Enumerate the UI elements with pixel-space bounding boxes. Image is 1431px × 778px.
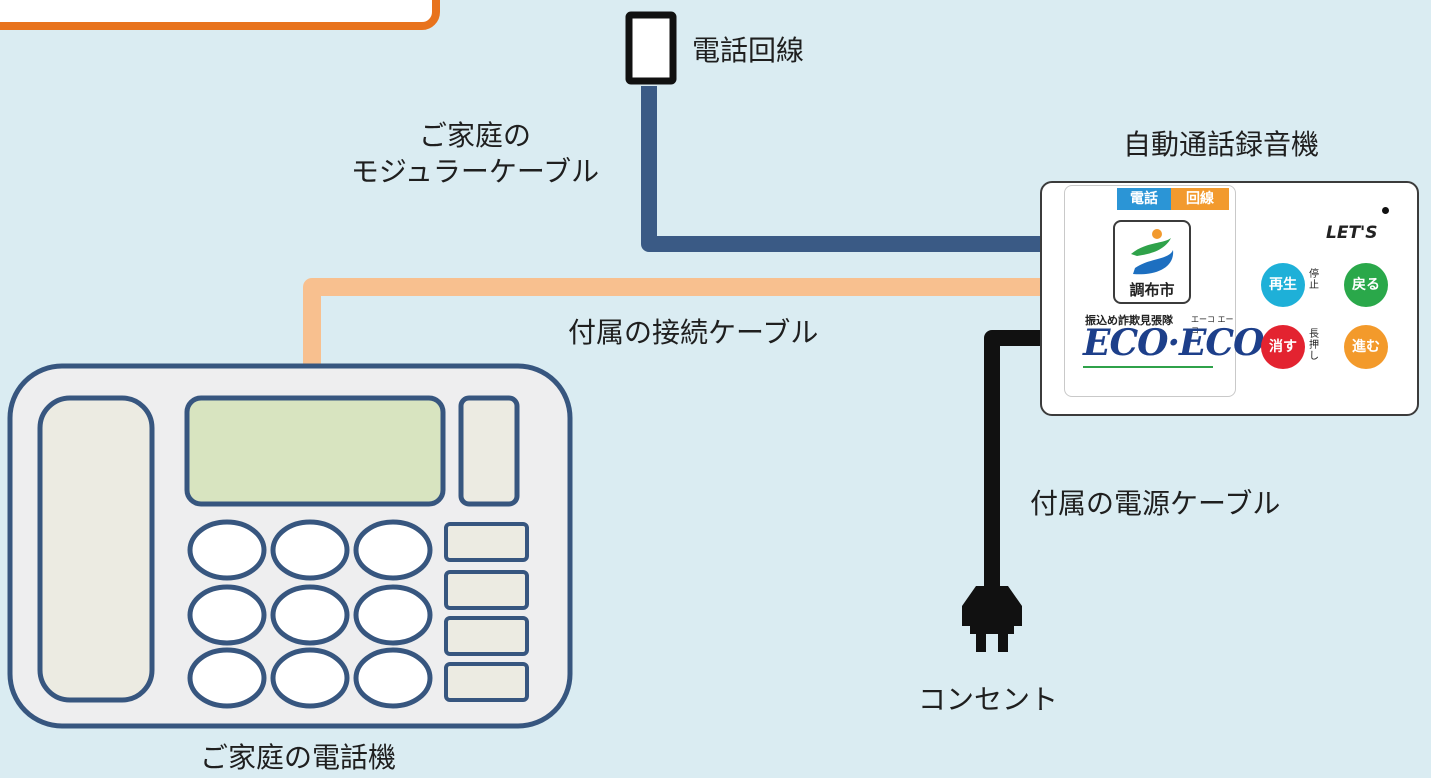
modular-cable-label: ご家庭の モジュラーケーブル [350,119,600,188]
plug-icon [962,586,1022,652]
tab-phone-label: 電話 [1117,188,1171,210]
brand-underline [1083,366,1213,368]
device-title-label: 自動通話録音機 [1123,128,1320,161]
phone-line-label: 電話回線 [692,34,805,67]
play-button: 再生 [1261,263,1305,307]
connection-cable-label: 付属の接続ケーブル [568,316,819,349]
back-button: 戻る [1344,263,1388,307]
auto-call-recorder: 電話 回線 調布市 振込め詐欺見張隊 エーコ エーコ ECO·ECO LET'S… [1040,181,1419,416]
home-phone-icon [7,363,573,729]
city-emblem: 調布市 [1113,220,1191,304]
tab-line-label: 回線 [1171,188,1229,210]
outlet-label: コンセント [918,683,1059,716]
brand-logo: ECO·ECO [1083,322,1264,364]
next-button: 進む [1344,325,1388,369]
delete-button: 消す [1261,325,1305,369]
stop-note: 停止 [1309,269,1319,291]
logo-panel: 電話 回線 調布市 振込め詐欺見張隊 エーコ エーコ ECO·ECO [1064,185,1264,397]
wall-jack-icon [625,11,677,85]
brand-subtitle: 振込め詐欺見張隊 [1085,314,1173,327]
status-led [1382,207,1389,214]
modular-cable [641,86,1040,252]
power-cable-label: 付属の電源ケーブル [1030,487,1281,520]
long-press-note: 長押し [1309,329,1319,362]
header-badge [0,0,440,30]
maker-logo: LET'S [1326,223,1378,243]
city-name: 調布市 [1129,281,1175,299]
connection-cable [303,278,1040,368]
power-cable [984,330,1040,590]
city-mark-icon [1131,229,1174,275]
home-phone-label: ご家庭の電話機 [200,741,397,774]
brand-reading: エーコ エーコ [1191,315,1234,335]
